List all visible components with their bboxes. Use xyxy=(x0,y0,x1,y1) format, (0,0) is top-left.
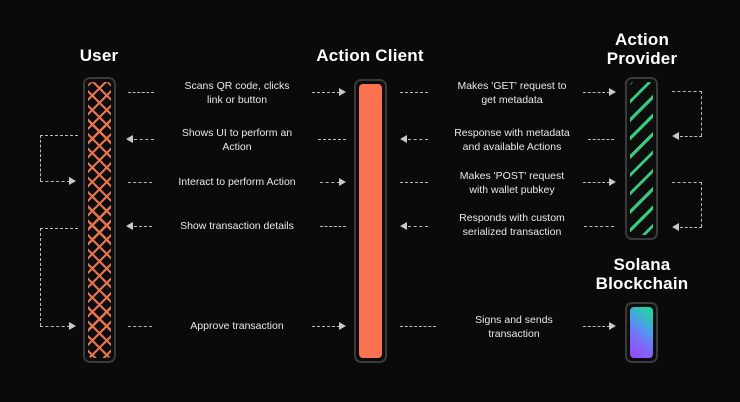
message-arrowhead-m4 xyxy=(126,222,133,230)
self-loop-user-2-side xyxy=(40,228,41,326)
message-line-m4-right xyxy=(320,226,346,227)
message-line-m6-left xyxy=(400,92,428,93)
lifeline-fill-solana-blockchain xyxy=(630,307,653,358)
self-loop-provider-2-top xyxy=(672,182,702,183)
message-line-m6-right xyxy=(583,92,610,93)
message-line-m9-right xyxy=(584,226,614,227)
message-line-m4-left xyxy=(134,226,152,227)
message-label-m3: Interact to perform Action xyxy=(178,176,296,188)
message-line-m3-right xyxy=(320,182,340,183)
message-line-m2-left xyxy=(134,139,154,140)
lifeline-bar-user xyxy=(83,77,116,363)
message-arrowhead-m5 xyxy=(339,322,346,330)
message-label-m9: Responds with custom serialized transact… xyxy=(459,212,565,238)
self-loop-user-1-top xyxy=(40,135,78,136)
self-loop-provider-2-bottom xyxy=(680,227,702,228)
message-line-m5-right xyxy=(312,326,340,327)
lifeline-bar-solana-blockchain xyxy=(625,302,658,363)
message-label-m5: Approve transaction xyxy=(190,320,284,332)
message-line-m8-right xyxy=(583,182,610,183)
self-loop-provider-2-arrowhead xyxy=(672,223,679,231)
message-line-m9-left xyxy=(408,226,428,227)
lifeline-fill-action-client xyxy=(359,84,382,358)
message-arrowhead-m7 xyxy=(400,135,407,143)
message-line-m10-right xyxy=(583,326,610,327)
message-line-m1-left xyxy=(128,92,154,93)
message-arrowhead-m9 xyxy=(400,222,407,230)
column-heading-user: User xyxy=(79,46,119,65)
lifeline-fill-action-provider xyxy=(630,82,653,235)
self-loop-provider-1-side xyxy=(701,91,702,136)
self-loop-user-1-bottom xyxy=(40,181,70,182)
message-label-m10: Signs and sends transaction xyxy=(475,314,553,340)
message-label-m8: Makes 'POST' request with wallet pubkey xyxy=(459,170,565,196)
self-loop-user-1-arrowhead xyxy=(69,177,76,185)
column-heading-action-client: Action Client xyxy=(316,46,424,65)
message-arrowhead-m8 xyxy=(609,178,616,186)
lifeline-fill-user xyxy=(88,82,111,358)
message-line-m8-left xyxy=(400,182,428,183)
message-arrowhead-m6 xyxy=(609,88,616,96)
message-line-m3-left xyxy=(128,182,152,183)
lifeline-bar-action-provider xyxy=(625,77,658,240)
message-label-m7: Response with metadata and available Act… xyxy=(454,127,570,153)
self-loop-user-2-bottom xyxy=(40,326,70,327)
message-line-m2-right xyxy=(318,139,346,140)
message-line-m5-left xyxy=(128,326,152,327)
self-loop-provider-1-top xyxy=(672,91,702,92)
message-label-m1: Scans QR code, clicks link or button xyxy=(184,80,290,106)
message-label-m2: Shows UI to perform an Action xyxy=(181,127,293,153)
self-loop-user-1-side xyxy=(40,135,41,181)
message-line-m7-right xyxy=(588,139,614,140)
column-heading-action-provider: Action Provider xyxy=(606,30,678,69)
self-loop-provider-1-arrowhead xyxy=(672,132,679,140)
lifeline-bar-action-client xyxy=(354,79,387,363)
message-arrowhead-m10 xyxy=(609,322,616,330)
message-line-m1-right xyxy=(312,92,340,93)
message-label-m4: Show transaction details xyxy=(180,220,294,232)
self-loop-provider-2-side xyxy=(701,182,702,227)
message-arrowhead-m1 xyxy=(339,88,346,96)
message-arrowhead-m3 xyxy=(339,178,346,186)
self-loop-provider-1-bottom xyxy=(680,136,702,137)
message-label-m6: Makes 'GET' request to get metadata xyxy=(457,80,567,106)
message-line-m7-left xyxy=(408,139,428,140)
message-line-m10-left xyxy=(400,326,436,327)
self-loop-user-2-top xyxy=(40,228,78,229)
column-heading-solana-blockchain: Solana Blockchain xyxy=(595,255,689,294)
self-loop-user-2-arrowhead xyxy=(69,322,76,330)
message-arrowhead-m2 xyxy=(126,135,133,143)
